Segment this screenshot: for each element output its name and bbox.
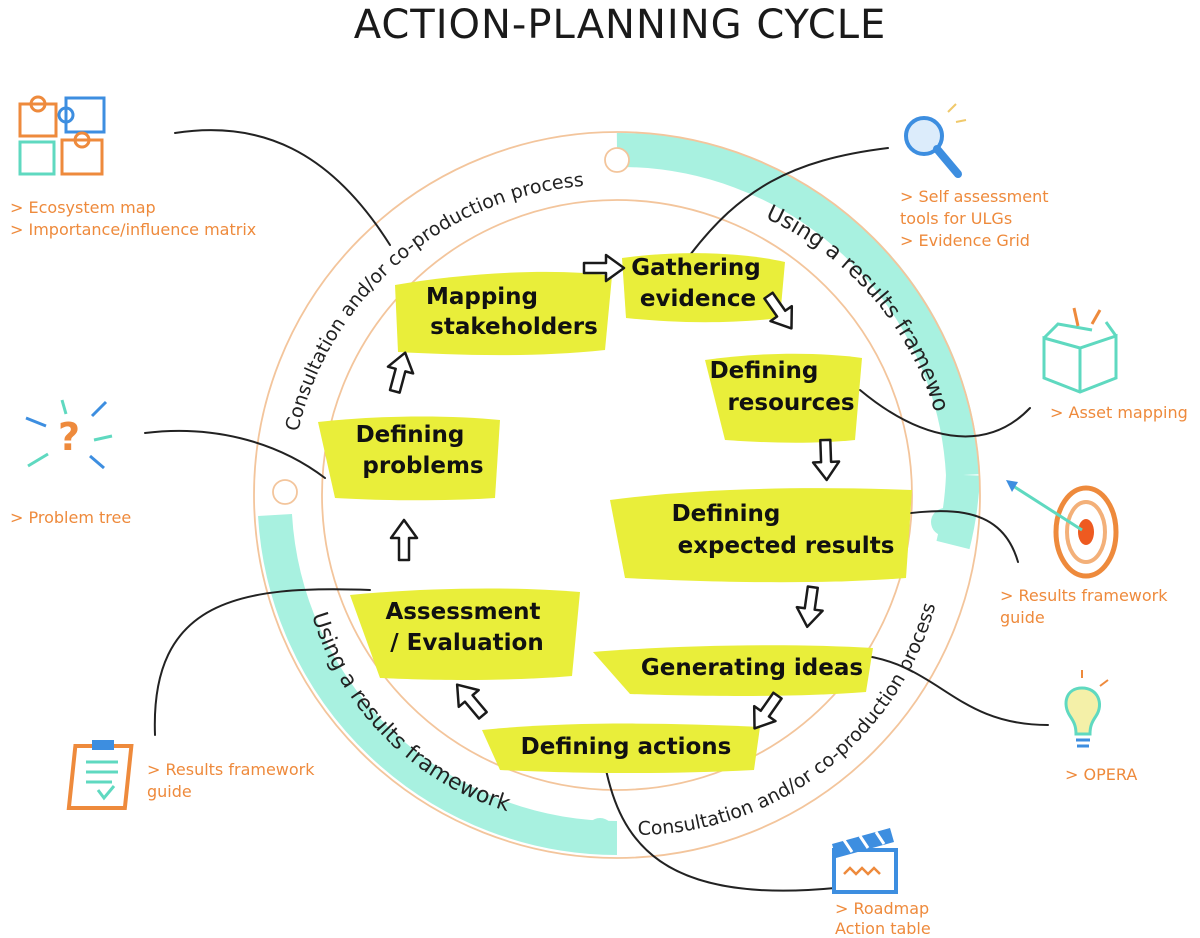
puzzle-icon bbox=[18, 95, 106, 176]
step-defining-actions: Defining actions bbox=[521, 734, 732, 760]
diagram-title: ACTION-PLANNING CYCLE bbox=[354, 2, 887, 48]
step-assessment-evaluation: Assessment / Evaluation bbox=[385, 599, 548, 656]
highlight-mapping bbox=[395, 271, 612, 356]
orange-puzzle-knob-left bbox=[272, 479, 298, 505]
highlight-expected bbox=[610, 488, 912, 583]
arrow-assessment-to-problems bbox=[389, 518, 419, 562]
arrow-actions-to-assessment bbox=[455, 683, 488, 720]
svg-text:?: ? bbox=[58, 415, 80, 459]
magnifier-icon bbox=[904, 103, 967, 178]
step-highlights bbox=[318, 253, 912, 774]
arrow-mapping-to-gathering bbox=[582, 253, 626, 283]
arrow-resources-to-expected bbox=[811, 438, 841, 482]
connector-results-left bbox=[153, 588, 371, 736]
highlight-assessment bbox=[350, 588, 580, 680]
step-defining-problems: Defining problems bbox=[356, 422, 484, 479]
connector-self-assessment bbox=[689, 147, 889, 256]
cyan-puzzle-knob-right bbox=[931, 508, 959, 536]
cycle-arrows bbox=[386, 253, 841, 730]
target-icon bbox=[1006, 480, 1119, 579]
tool-ecosystem: > Ecosystem map > Importance/influence m… bbox=[10, 198, 256, 239]
connector-problem-tree bbox=[144, 429, 326, 479]
arrow-ideas-to-actions bbox=[752, 691, 783, 730]
connector-ecosystem bbox=[174, 129, 391, 246]
orange-inner-ring bbox=[321, 199, 913, 791]
arrow-expected-to-ideas bbox=[795, 585, 824, 629]
tool-problem-tree: > Problem tree bbox=[10, 508, 131, 527]
cyan-ring-right bbox=[616, 132, 980, 476]
clipboard-icon bbox=[66, 740, 134, 810]
highlight-actions bbox=[482, 723, 760, 774]
tool-results-framework-left: > Results framework guide bbox=[147, 760, 320, 801]
highlight-ideas bbox=[593, 645, 873, 696]
step-gathering-evidence: Gathering evidence bbox=[631, 255, 768, 312]
arrow-problems-to-mapping bbox=[386, 351, 415, 394]
connector-lines bbox=[144, 129, 1049, 892]
lightbulb-icon bbox=[1064, 670, 1109, 748]
connector-asset bbox=[859, 389, 1031, 438]
highlight-resources bbox=[705, 353, 862, 443]
box-icon bbox=[1042, 307, 1118, 394]
step-mapping-stakeholders: Mapping stakeholders bbox=[426, 284, 598, 340]
tool-roadmap: > Roadmap Action table bbox=[835, 899, 934, 938]
connector-roadmap bbox=[604, 764, 836, 892]
step-defining-expected-results: Defining expected results bbox=[672, 501, 895, 559]
tool-self-assessment: > Self assessment tools for ULGs > Evide… bbox=[900, 187, 1054, 250]
cyan-ring-right-tail bbox=[936, 474, 980, 550]
step-generating-ideas: Generating ideas bbox=[641, 655, 863, 681]
highlight-gathering bbox=[622, 253, 785, 323]
tool-asset-mapping: > Asset mapping bbox=[1050, 403, 1188, 422]
arrow-gathering-to-resources bbox=[763, 291, 794, 330]
highlight-problems bbox=[318, 416, 500, 501]
orange-outer-ring bbox=[253, 131, 981, 859]
question-icon: ? bbox=[25, 399, 113, 470]
connector-opera bbox=[859, 654, 1049, 726]
cyan-puzzle-knob-bottom bbox=[586, 818, 614, 846]
ring-label-consultation-bottom: Consultation and/or co-production proces… bbox=[637, 600, 940, 840]
tool-opera: > OPERA bbox=[1065, 765, 1137, 784]
orange-puzzle-knob-top bbox=[604, 147, 630, 173]
step-defining-resources: Defining resources bbox=[710, 358, 855, 416]
clapperboard-icon bbox=[832, 828, 898, 894]
tool-results-framework-right: > Results framework guide bbox=[1000, 586, 1173, 627]
